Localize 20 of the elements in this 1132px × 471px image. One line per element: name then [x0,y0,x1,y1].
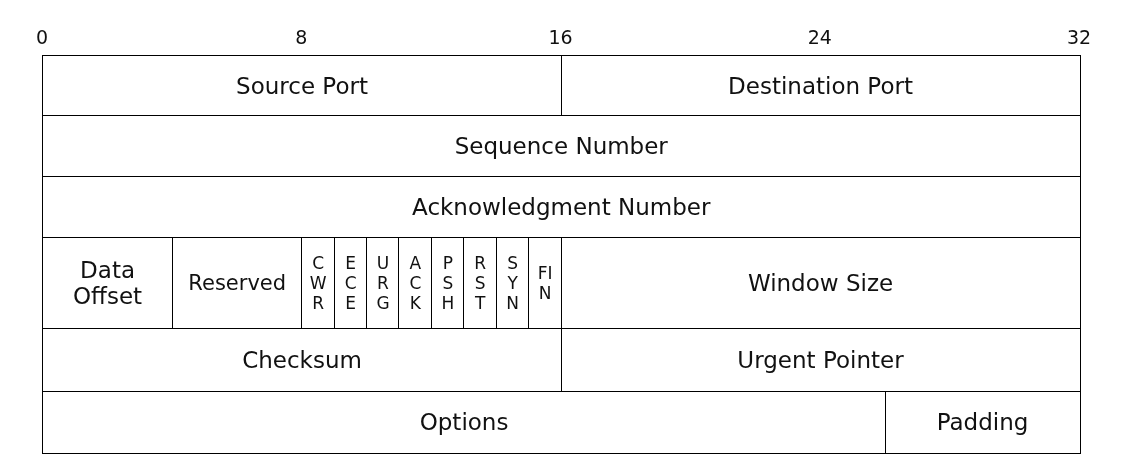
header-field: Padding [884,391,1081,454]
header-field: Source Port [42,55,562,117]
header-field: Sequence Number [42,115,1081,178]
bit-position-label: 0 [35,26,49,48]
flag-field: RST [463,237,498,330]
flag-field: FIN [528,237,562,330]
header-field: Data Offset [42,237,174,330]
bit-position-label: 24 [807,26,832,48]
flag-field: URG [366,237,400,330]
flag-field: CWR [301,237,336,330]
header-field: Checksum [42,328,562,393]
bit-position-label: 32 [1066,26,1092,48]
header-field: Options [42,391,887,454]
bit-position-label: 16 [548,26,573,48]
header-field: Acknowledgment Number [42,176,1081,239]
flag-field: ACK [398,237,433,330]
header-field: Window Size [560,237,1081,330]
header-field: Urgent Pointer [560,328,1081,393]
bit-position-label: 8 [295,26,308,48]
header-field: Destination Port [560,55,1081,117]
